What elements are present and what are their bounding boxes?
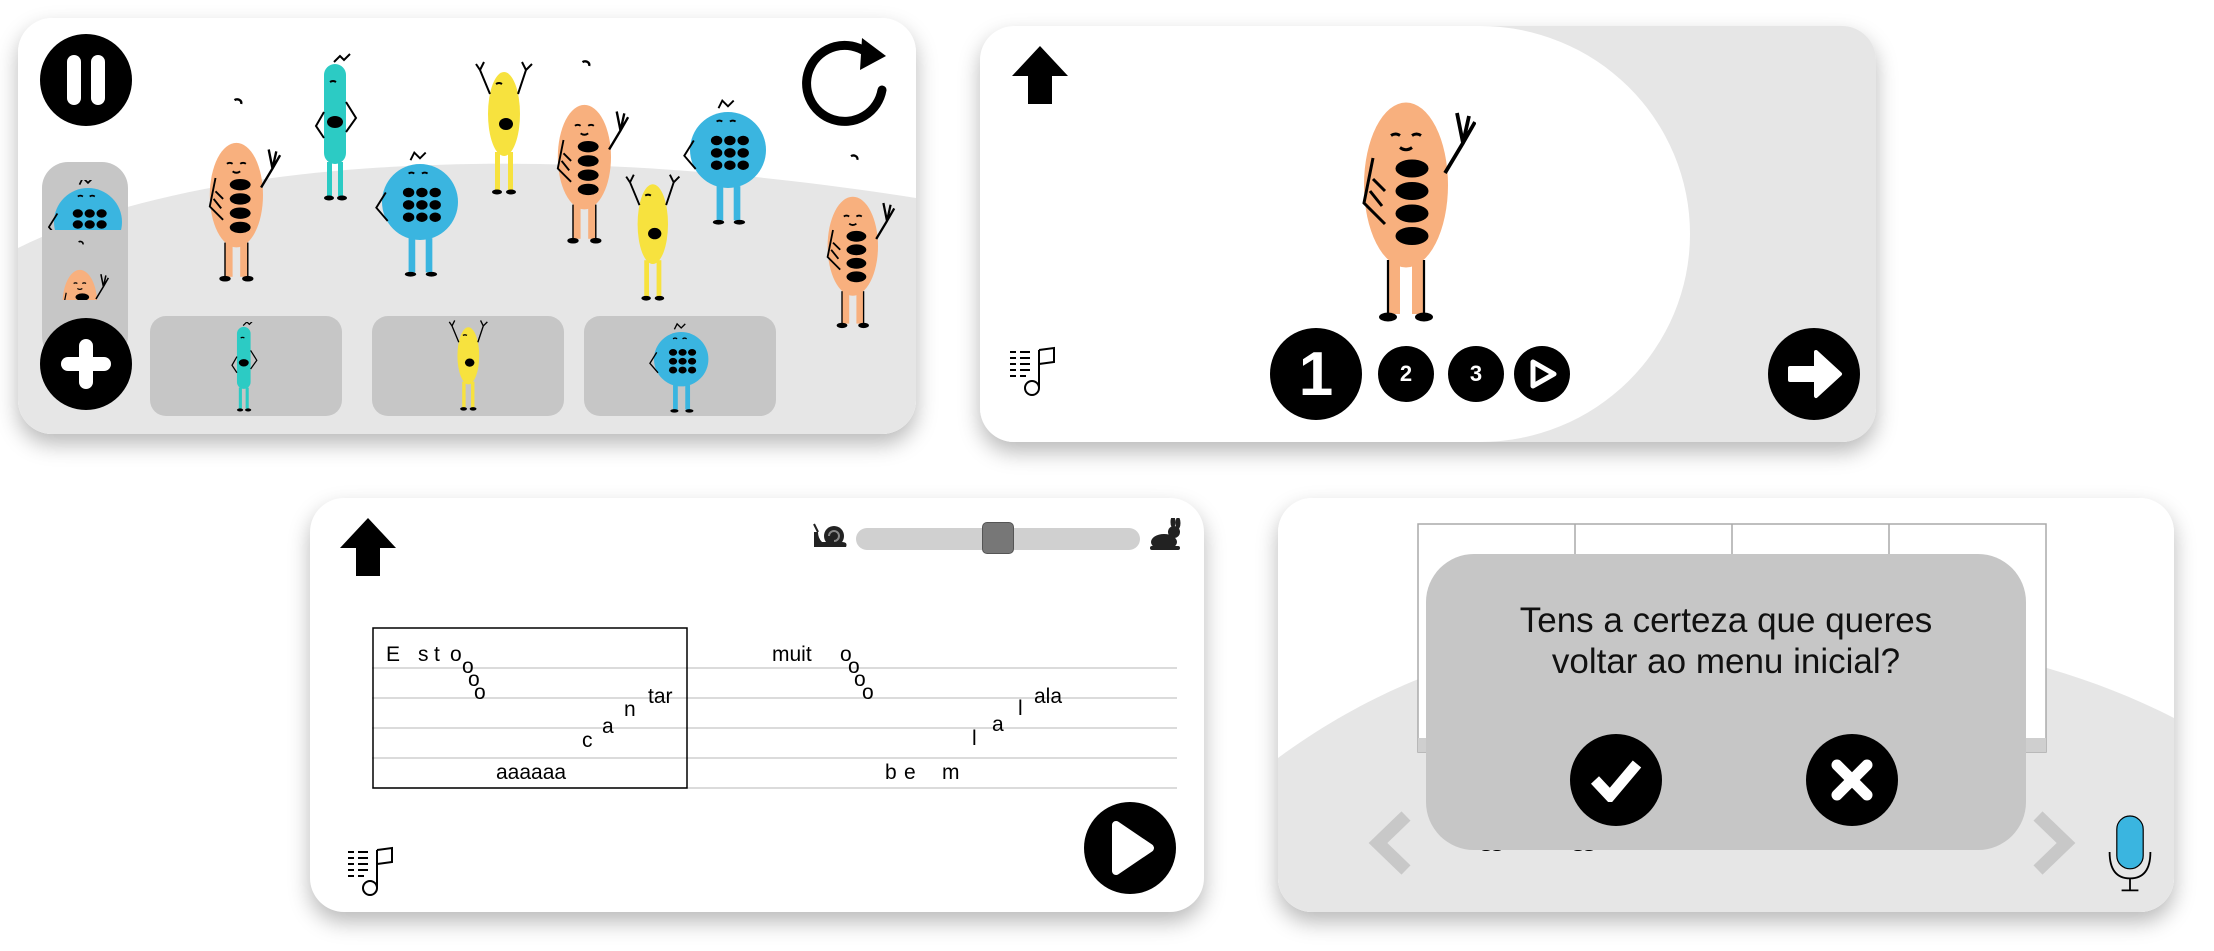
play-icon xyxy=(1530,359,1557,389)
restart-button[interactable] xyxy=(802,32,902,128)
lyric-syllable: e xyxy=(904,761,916,784)
lyric-syllable: o xyxy=(474,681,486,704)
singer-yellow-2 xyxy=(625,173,681,302)
tray-slot-yellow[interactable] xyxy=(372,316,564,416)
tray-slot-blue[interactable] xyxy=(584,316,776,416)
lyrics-staff xyxy=(372,627,1177,789)
microphone-button[interactable] xyxy=(2098,814,2162,896)
music-list-icon xyxy=(347,847,393,896)
lyric-syllable: l xyxy=(972,727,977,750)
plus-icon xyxy=(61,339,111,389)
lyric-syllable: muit xyxy=(772,643,812,666)
snail-icon xyxy=(813,523,847,547)
tray-slot-teal[interactable] xyxy=(150,316,342,416)
selected-singer xyxy=(1362,50,1476,324)
lyric-syllable: o xyxy=(462,655,474,678)
stage-panel xyxy=(18,18,916,434)
microphone-icon xyxy=(2108,815,2152,892)
previous-button[interactable] xyxy=(1364,810,1414,876)
back-button[interactable] xyxy=(1010,46,1070,106)
confirm-button[interactable] xyxy=(1570,734,1662,826)
fast-tempo-icon xyxy=(1150,518,1181,550)
lyric-syllable: o xyxy=(854,668,866,691)
chevron-left-icon xyxy=(1368,811,1411,875)
dialog-question-line-2: voltar ao menu inicial? xyxy=(1551,642,1901,681)
lyric-syllable: aaaaaa xyxy=(496,761,567,784)
lyric-syllable: a xyxy=(602,715,614,738)
singer-yellow-1 xyxy=(475,61,533,196)
lyric-syllable: o xyxy=(468,668,480,691)
pause-button[interactable] xyxy=(40,34,132,126)
part-1-label: 1 xyxy=(1298,339,1334,409)
chevron-right-icon xyxy=(2033,811,2076,875)
tempo-slider-handle[interactable] xyxy=(982,522,1014,554)
part-2-label: 2 xyxy=(1399,361,1413,386)
singer-orange-2 xyxy=(556,60,630,245)
next-button[interactable] xyxy=(2030,810,2080,876)
singer-blue-2 xyxy=(683,99,767,226)
up-arrow-icon xyxy=(340,518,396,576)
lyric-syllable: s xyxy=(418,643,429,666)
lyric-syllable: l xyxy=(1018,697,1023,720)
next-button[interactable] xyxy=(1768,328,1860,420)
lyric-syllable: o xyxy=(450,643,462,666)
lyric-syllable: n xyxy=(624,698,636,721)
singer-config-panel: 1 2 3 xyxy=(980,26,1876,442)
lyric-syllable: c xyxy=(582,729,593,752)
score-button[interactable] xyxy=(338,846,398,902)
music-list-icon xyxy=(1009,347,1055,396)
restart-icon xyxy=(802,38,887,126)
part-3-label: 3 xyxy=(1469,361,1483,386)
slow-tempo-icon xyxy=(813,523,847,547)
add-singer-button[interactable] xyxy=(40,318,132,410)
part-1-button[interactable]: 1 xyxy=(1270,328,1362,420)
dialog-question-line-1: Tens a certeza que queres xyxy=(1519,601,1933,640)
rabbit-icon xyxy=(1150,518,1181,550)
lyric-syllable: o xyxy=(848,655,860,678)
preview-play-button[interactable] xyxy=(1514,346,1570,402)
confirm-panel: Tens a certeza que queres voltar ao menu… xyxy=(1278,498,2174,912)
lyric-syllable: t xyxy=(434,643,440,666)
up-arrow-icon xyxy=(1012,46,1068,104)
lyric-syllable: tar xyxy=(648,685,673,708)
lyric-syllable: o xyxy=(840,643,852,666)
dialog-question: Tens a certeza que queres voltar ao menu… xyxy=(1426,600,2026,682)
part-3-button[interactable]: 3 xyxy=(1448,346,1504,402)
current-phrase-box xyxy=(372,627,688,789)
score-button[interactable] xyxy=(1000,346,1060,402)
part-2-button[interactable]: 2 xyxy=(1378,346,1434,402)
lyrics-panel: E s t o o o o c a n tar aaaaaa muit o o … xyxy=(310,498,1204,912)
singer-teal-1 xyxy=(315,53,357,202)
lyric-syllable: ala xyxy=(1034,685,1063,708)
stage-singers[interactable] xyxy=(18,18,916,434)
pause-icon xyxy=(67,55,105,105)
check-icon xyxy=(1590,760,1642,802)
lyric-syllable: o xyxy=(862,681,874,704)
play-icon xyxy=(1112,821,1154,875)
lyric-syllable: b xyxy=(885,761,897,784)
lyric-syllable: m xyxy=(942,761,960,784)
lyric-syllable: a xyxy=(992,713,1004,736)
singer-orange-3 xyxy=(826,154,896,330)
lyric-syllable: E xyxy=(386,643,401,666)
back-button[interactable] xyxy=(338,518,398,578)
confirm-dialog: Tens a certeza que queres voltar ao menu… xyxy=(1426,554,2026,850)
play-button[interactable] xyxy=(1084,802,1176,894)
close-icon xyxy=(1831,759,1873,801)
singer-blue-1 xyxy=(375,151,459,278)
cancel-button[interactable] xyxy=(1806,734,1898,826)
right-arrow-icon xyxy=(1788,350,1842,398)
singer-orange-1 xyxy=(208,98,282,283)
